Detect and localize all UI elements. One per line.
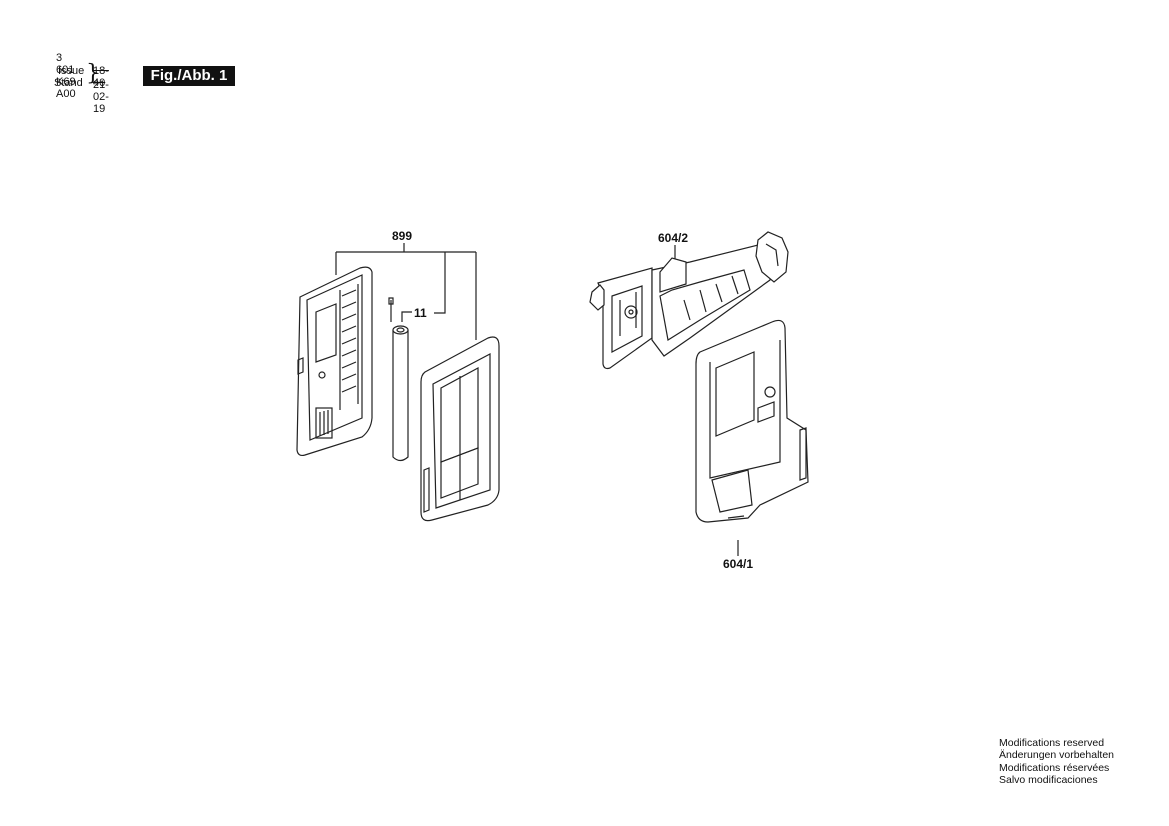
- battery-cell: [388, 297, 409, 462]
- callout-604-1: 604/1: [723, 557, 754, 571]
- belt-holster: [695, 319, 809, 523]
- modifications-line: Änderungen vorbehalten: [999, 749, 1115, 762]
- part-number: 3 601 K69 A00: [56, 52, 76, 100]
- receiver-front-cover: [420, 336, 500, 522]
- callout-11: 11: [414, 306, 427, 320]
- issue-label: Issue: [58, 65, 85, 77]
- stand-value: 21-02-19: [93, 79, 109, 115]
- stand-label: Stand: [54, 77, 83, 89]
- issue-value: 18-40: [93, 65, 109, 89]
- modifications-notice: Modifications reserved Änderungen vorbeh…: [999, 737, 1114, 787]
- leader-899: [335, 243, 477, 340]
- callout-604-2: 604/2: [658, 231, 689, 245]
- receiver-back-housing: [296, 266, 373, 457]
- leader-11: [401, 311, 412, 322]
- modifications-line: Modifications reserved: [999, 737, 1105, 749]
- modifications-line: Salvo modificaciones: [999, 774, 1098, 787]
- callout-899: 899: [392, 229, 413, 243]
- figure-badge: Fig./Abb. 1: [143, 66, 235, 86]
- brace-icon: }: [86, 61, 100, 86]
- modifications-line: Modifications réservées: [999, 761, 1110, 774]
- mounting-clamp: [589, 231, 789, 370]
